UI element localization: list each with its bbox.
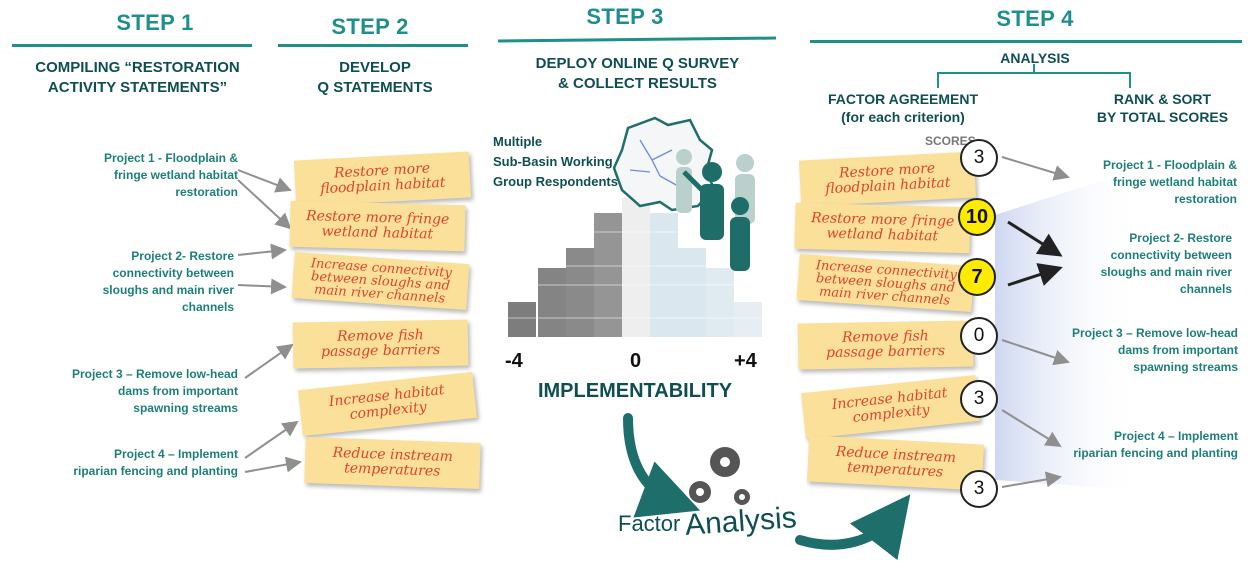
scale-title: IMPLEMENTABILITY: [537, 380, 733, 402]
step-3-subtitle-line: & COLLECT RESULTS: [558, 75, 717, 92]
score-circle: 3: [960, 380, 998, 418]
score-circle: 3: [960, 470, 998, 508]
factor-word: Factor: [618, 511, 681, 536]
left-project-1-line: restoration: [175, 185, 238, 199]
left-project-1-line: Project 1 - Floodplain &: [103, 151, 238, 165]
factor-analysis-label: Factor Analysis: [618, 501, 798, 542]
score-circle: 10: [958, 198, 996, 236]
step-3-title: STEP 3: [586, 4, 664, 29]
respondents-icon: [676, 149, 755, 271]
analysis-word: Analysis: [683, 501, 798, 542]
left-project-1-line: fringe wetland habitat: [113, 168, 238, 182]
right-project-1-line: fringe wetland habitat: [1112, 175, 1237, 189]
step-2-subtitle-line: DEVELOP: [339, 59, 411, 76]
left-project-4: Project 4 – Implement riparian fencing a…: [45, 446, 238, 480]
left-project-3-line: Project 3 – Remove low-head: [71, 367, 238, 381]
right-project-2: Project 2- Restore connectivity between …: [1065, 230, 1232, 298]
factor-analysis-arrows: [623, 413, 911, 561]
factor-agreement-heading: FACTOR AGREEMENT (for each criterion): [808, 90, 998, 126]
step-1-subtitle: COMPILING “RESTORATION ACTIVITY STATEMEN…: [5, 58, 270, 98]
right-project-4: Project 4 – Implement riparian fencing a…: [1050, 428, 1238, 462]
left-project-2-line: Project 2- Restore: [131, 249, 234, 263]
left-project-1: Project 1 - Floodplain & fringe wetland …: [58, 150, 238, 201]
left-project-3: Project 3 – Remove low-head dams from im…: [45, 366, 238, 417]
analysis-bracket: [937, 64, 1131, 88]
step-4-subtitle: ANALYSIS: [1000, 50, 1070, 66]
step-1-subtitle-line: ACTIVITY STATEMENTS”: [47, 79, 228, 96]
statement-note-line: wetland habitat: [321, 223, 434, 243]
step-1-title: STEP 1: [116, 10, 194, 35]
respondents-label-line: Group Respondents: [493, 174, 618, 189]
step-4-title: STEP 4: [996, 6, 1074, 31]
step-4-rule: [810, 40, 1242, 43]
score-circle: 3: [960, 139, 998, 177]
right-project-1-line: restoration: [1174, 192, 1237, 206]
respondents-label-line: Multiple: [493, 134, 543, 149]
right-project-3-line: spawning streams: [1133, 360, 1238, 374]
left-project-2: Project 2- Restore connectivity between …: [58, 248, 234, 316]
step-2-rule: [278, 44, 468, 47]
left-project-2-line: connectivity between: [112, 266, 234, 280]
statement-note-line: passage barriers: [825, 342, 946, 362]
right-project-2-line: Project 2- Restore: [1129, 231, 1232, 245]
scores-label: SCORES: [925, 134, 976, 148]
score-circle: 7: [958, 258, 996, 296]
right-project-4-line: riparian fencing and planting: [1073, 446, 1238, 460]
project-statement-arrows: [237, 169, 302, 473]
left-project-2-line: sloughs and main river: [102, 283, 234, 297]
respondents-label: Multiple Sub-Basin Working Group Respond…: [493, 132, 643, 192]
left-project-3-line: spawning streams: [133, 401, 238, 415]
step-3-subtitle-line: DEPLOY ONLINE Q SURVEY: [535, 55, 740, 72]
factor-agreement-heading-line: (for each criterion): [841, 109, 965, 125]
right-project-3: Project 3 – Remove low-head dams from im…: [1050, 325, 1238, 376]
statement-note-line: temperatures: [343, 460, 441, 480]
respondents-label-line: Sub-Basin Working: [493, 154, 613, 169]
left-project-4-line: Project 4 – Implement: [113, 447, 238, 461]
scale-mid-label: 0: [630, 350, 642, 372]
right-project-2-line: connectivity between: [1110, 248, 1232, 262]
right-project-2-line: sloughs and main river: [1100, 265, 1232, 279]
left-project-4-line: riparian fencing and planting: [73, 464, 238, 478]
statement-note-line: passage barriers: [320, 341, 441, 361]
gears-icon: [689, 447, 750, 505]
right-project-2-line: channels: [1179, 282, 1232, 296]
right-project-1: Project 1 - Floodplain & fringe wetland …: [1065, 157, 1237, 208]
statement-note-line: wetland habitat: [826, 225, 939, 245]
left-project-2-line: channels: [181, 300, 234, 314]
score-rank-arrows-grey: [1001, 156, 1070, 488]
rank-sort-heading-line: RANK & SORT: [1113, 91, 1212, 107]
right-project-3-line: Project 3 – Remove low-head: [1071, 326, 1238, 340]
qsort-histogram: [508, 198, 762, 337]
rank-sort-heading: RANK & SORT BY TOTAL SCORES: [1080, 90, 1245, 126]
step-2-title: STEP 2: [331, 14, 409, 39]
right-project-3-line: dams from important: [1117, 343, 1238, 357]
right-project-4-line: Project 4 – Implement: [1113, 429, 1238, 443]
step-1-rule: [12, 44, 252, 47]
scale-max-label: +4: [734, 350, 757, 372]
factor-agreement-heading-line: FACTOR AGREEMENT: [827, 91, 979, 107]
right-project-1-line: Project 1 - Floodplain &: [1102, 158, 1237, 172]
ranking-fan: [995, 170, 1140, 490]
rank-sort-heading-line: BY TOTAL SCORES: [1096, 109, 1229, 125]
scale-min-label: -4: [505, 350, 523, 372]
score-rank-arrows-bold: [1007, 220, 1063, 287]
left-project-3-line: dams from important: [117, 384, 238, 398]
step-3-subtitle: DEPLOY ONLINE Q SURVEY & COLLECT RESULTS: [505, 54, 770, 94]
step-2-subtitle: DEVELOP Q STATEMENTS: [290, 58, 460, 98]
step-2-subtitle-line: Q STATEMENTS: [317, 79, 433, 96]
score-circle: 0: [960, 317, 998, 355]
step-1-subtitle-line: COMPILING “RESTORATION: [35, 59, 240, 76]
